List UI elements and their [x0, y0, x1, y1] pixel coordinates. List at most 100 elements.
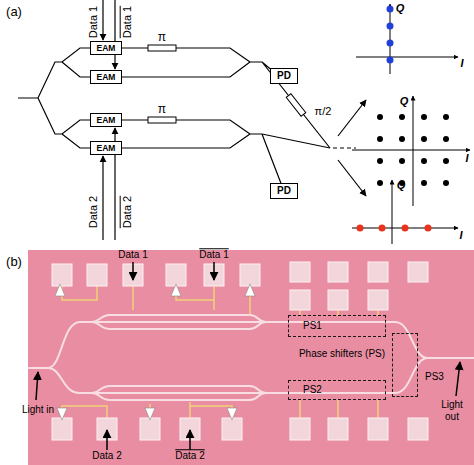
box-label: EAM	[97, 44, 116, 53]
bond-pad	[52, 262, 428, 440]
output-dashed-line	[333, 147, 356, 148]
chip-waveguide	[28, 315, 474, 400]
constellation-point-black	[443, 114, 449, 120]
signal-name: Data 2	[87, 196, 100, 228]
bond-pad	[87, 264, 107, 286]
axis-label: Q	[396, 2, 405, 15]
pointer-arrow	[338, 100, 366, 196]
photodiode-box: PD	[270, 183, 298, 199]
box-label: EAM	[97, 116, 116, 125]
constellation-point-black	[399, 136, 405, 142]
constellation-point-red	[357, 225, 364, 232]
signal-arrow	[36, 372, 38, 400]
constellation-point-black	[421, 158, 427, 164]
bond-pad	[290, 262, 310, 282]
phase-shifter-symbol	[148, 45, 306, 123]
data-signal-line	[102, 0, 103, 40]
constellation-point-black	[421, 136, 427, 142]
ground-arrow	[245, 284, 255, 296]
axis-label: Q	[400, 95, 409, 108]
signal-arrow	[189, 430, 191, 450]
panel-label: (a)	[6, 5, 22, 20]
bond-pad	[408, 262, 428, 282]
bond-pad	[368, 262, 388, 282]
pointer-arrow	[338, 100, 366, 136]
constellation-point-black	[377, 114, 449, 186]
constellation-point-black	[377, 114, 383, 120]
bond-pad	[240, 264, 260, 286]
waveguide	[122, 48, 330, 148]
constellation-point-red	[357, 225, 432, 232]
constellation-point-red	[379, 225, 386, 232]
panel-label: (b)	[6, 255, 22, 270]
output-dashed-line	[333, 147, 356, 148]
signal-arrow	[36, 262, 460, 450]
axis-label: I	[465, 152, 468, 165]
constellation-axis	[352, 150, 470, 151]
axis-label: I	[459, 229, 462, 242]
bond-pad	[328, 290, 348, 310]
waveguide	[122, 120, 330, 186]
phase-shifter-box: PS1	[288, 315, 386, 337]
constellation-point-black	[399, 114, 405, 120]
chip-waveguide	[92, 315, 266, 329]
box-label: PS3	[425, 372, 444, 382]
constellation-axis	[356, 57, 458, 58]
phase-label: π/2	[315, 105, 332, 118]
bond-pad	[368, 418, 388, 440]
electrode-trace	[62, 286, 250, 314]
port-label: Light in	[22, 404, 54, 416]
box-label: PS2	[303, 385, 322, 395]
chip-photo	[28, 250, 474, 465]
bond-pad	[140, 418, 160, 440]
constellation-point-black	[421, 114, 427, 120]
constellation-axis	[392, 180, 393, 244]
phase-shifter-symbol	[148, 45, 176, 51]
ground-arrow	[171, 284, 181, 296]
ground-arrow	[55, 284, 65, 296]
constellation-axis	[352, 4, 470, 244]
constellation-point-blue	[387, 23, 394, 30]
electrode-trace	[300, 400, 378, 418]
bond-pad	[222, 418, 242, 440]
box-label: EAM	[97, 73, 116, 82]
bond-pad	[408, 418, 428, 440]
constellation-point-blue	[387, 6, 394, 64]
pointer-arrow	[338, 160, 366, 196]
eam-box: EAM	[90, 113, 122, 127]
bond-pad	[166, 264, 186, 286]
signal-arrow	[106, 430, 108, 450]
ground-arrow	[227, 408, 237, 420]
phase-shifter-box: PS2	[288, 380, 386, 400]
bond-pad	[290, 418, 310, 440]
port-label: Light out	[438, 399, 466, 422]
bond-pad	[368, 290, 388, 310]
axis-label: I	[460, 57, 463, 70]
signal-name: Data 2	[175, 450, 204, 462]
constellation-point-blue	[387, 6, 394, 13]
bond-pad	[52, 418, 72, 440]
constellation-point-blue	[387, 40, 394, 47]
waveguide	[18, 48, 330, 186]
axis-label: Q	[397, 179, 406, 192]
constellation-point-red	[402, 225, 409, 232]
signal-name: Data 1	[121, 6, 134, 38]
constellation-point-black	[443, 180, 449, 186]
data-signal-line	[114, 0, 115, 69]
bond-pad	[290, 290, 310, 310]
constellation-point-blue	[387, 57, 394, 64]
signal-arrow	[132, 262, 134, 280]
waveguide	[18, 48, 90, 148]
constellation-point-black	[443, 136, 449, 142]
phase-shifter-box: PS3	[392, 333, 418, 397]
chip-waveguide	[92, 386, 266, 400]
eam-box: EAM	[90, 141, 122, 155]
box-label: PD	[277, 186, 291, 196]
data-signal-line	[102, 156, 103, 240]
phase-shifter-symbol	[286, 94, 306, 117]
bond-pad	[328, 418, 348, 440]
ground-arrow	[55, 284, 255, 420]
